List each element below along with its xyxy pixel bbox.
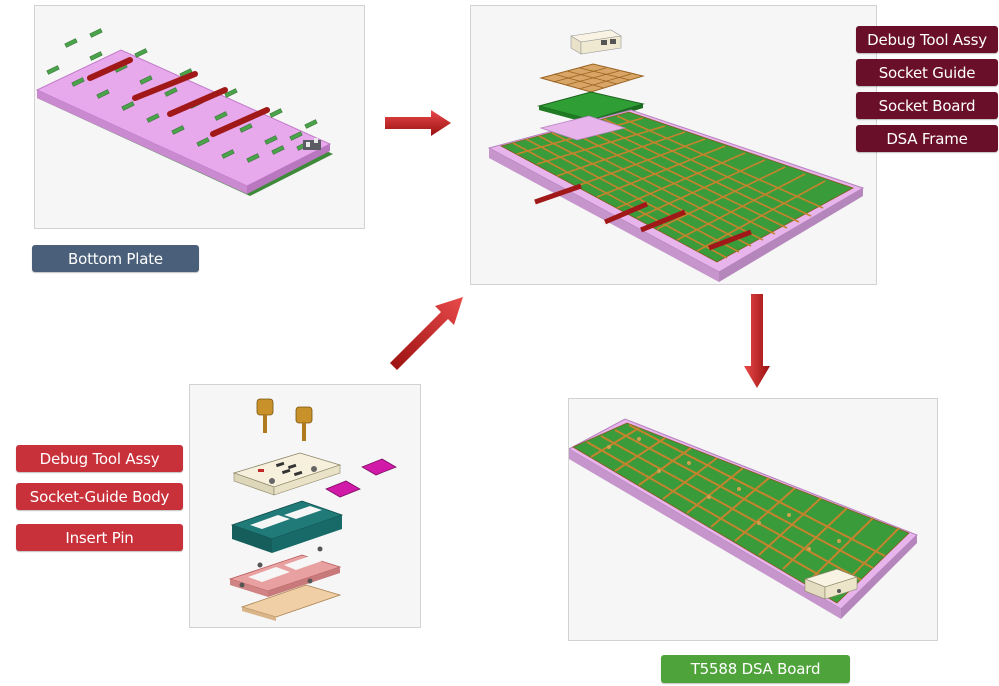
arrow-right-icon	[385, 110, 451, 136]
debug-tool-assy-label: Debug Tool Assy	[856, 26, 998, 53]
exploded-assembly-image	[470, 5, 877, 285]
socket-guide-label: Socket Guide	[856, 59, 998, 86]
dsa-frame-label: DSA Frame	[856, 125, 998, 152]
insert-pin-label: Insert Pin	[16, 524, 183, 551]
t5588-dsa-board-image	[568, 398, 938, 641]
arrow-down-icon	[744, 294, 770, 388]
socket-components-image	[189, 384, 421, 628]
socket-board-label: Socket Board	[856, 92, 998, 119]
bottom-plate-label: Bottom Plate	[32, 245, 199, 272]
arrow-up-right-icon	[390, 297, 463, 370]
socket-guide-body-label: Socket-Guide Body	[16, 483, 183, 510]
bottom-plate-image	[34, 5, 365, 229]
t5588-dsa-board-label: T5588 DSA Board	[661, 655, 850, 683]
debug-tool-assy-label-left: Debug Tool Assy	[16, 445, 183, 472]
